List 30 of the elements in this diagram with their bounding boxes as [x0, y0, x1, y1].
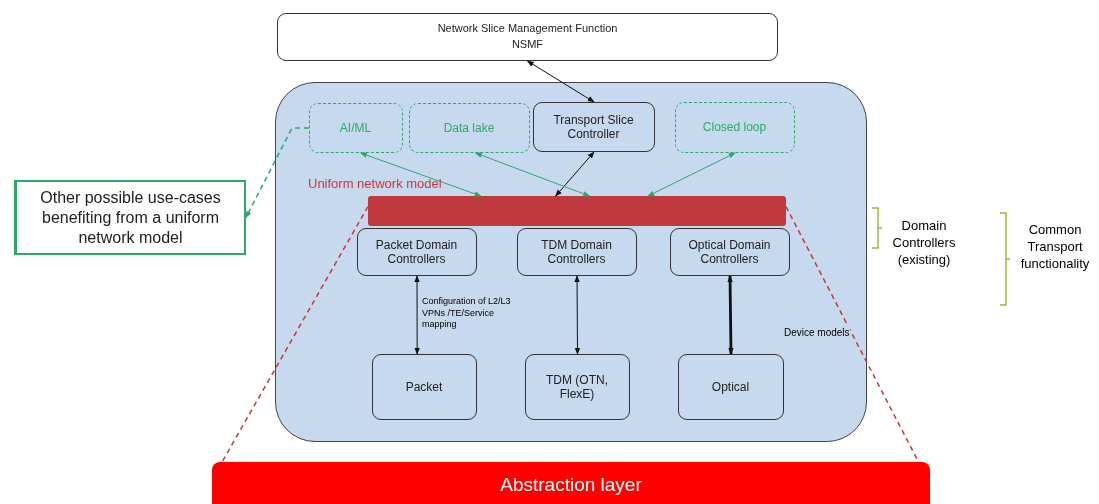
connector-line	[221, 205, 369, 463]
arrow	[574, 275, 581, 355]
note-box: Other possible use-cases benefiting from a uniform network model	[14, 180, 246, 255]
use-case-box: Closed loop	[674, 101, 795, 153]
controller-box: Transport Slice Controller	[532, 101, 655, 152]
bracket-label: Domain Controllers (existing)	[891, 218, 957, 269]
use-case-box: Data lake	[408, 102, 530, 153]
arrow	[474, 152, 591, 197]
controller-box: TDM Domain Controllers	[516, 227, 637, 276]
abstraction-layer-bar: Abstraction layer	[212, 462, 930, 504]
arrow	[360, 152, 482, 197]
controller-box: Packet Domain Controllers	[356, 227, 477, 276]
arrow	[414, 275, 420, 355]
controller-box: Packet	[371, 353, 477, 420]
model-bar	[367, 195, 786, 226]
bar-caption: Uniform network model	[308, 176, 442, 191]
arrow	[647, 152, 736, 197]
controller-box: Optical Domain Controllers	[669, 227, 790, 276]
annotation-label: Device models	[784, 326, 850, 339]
arrow	[245, 127, 310, 219]
controller-box: TDM (OTN, FlexE)	[524, 353, 630, 420]
bracket-label: Common Transport functionality	[1019, 222, 1091, 273]
arrow	[555, 151, 595, 197]
domain-panel	[275, 82, 867, 442]
arrow	[526, 60, 595, 103]
edge-label: Configuration of L2/L3 VPNs /TE/Service mapping	[422, 296, 514, 332]
use-case-box: AI/ML	[308, 102, 403, 153]
function-box: Network Slice Management Function NSMF	[277, 13, 778, 61]
controller-box: Optical	[677, 353, 784, 420]
arrow	[727, 275, 734, 355]
